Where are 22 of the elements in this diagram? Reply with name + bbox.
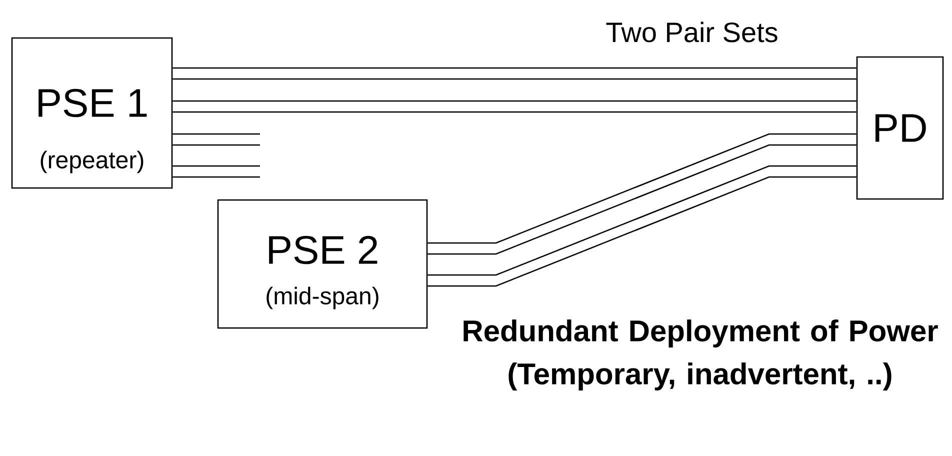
- wire: [428, 176, 856, 287]
- device-box: [856, 56, 944, 200]
- wire: [172, 133, 260, 135]
- mid-span-box: [217, 199, 428, 329]
- box-title: PSE 2: [269, 236, 378, 264]
- wire: [172, 165, 260, 167]
- wire: [172, 111, 856, 113]
- box-subtitle: (mid-span): [266, 286, 378, 310]
- wire: [172, 176, 260, 178]
- wire: [428, 165, 856, 276]
- wire: [428, 144, 856, 255]
- note-text: Redundant Deployment of Power (Temporary, inadvertent, ..): [464, 320, 938, 390]
- repeater-box: [11, 37, 173, 189]
- wire: [172, 78, 856, 80]
- wire: [172, 100, 856, 102]
- wire: [172, 67, 856, 69]
- wire: [428, 133, 856, 244]
- heading-label: Two Pair Sets: [606, 22, 778, 42]
- box-title: PSE 1: [38, 88, 147, 118]
- box-title: PD: [876, 114, 926, 142]
- box-subtitle: (repeater): [40, 150, 144, 174]
- wire: [172, 144, 260, 146]
